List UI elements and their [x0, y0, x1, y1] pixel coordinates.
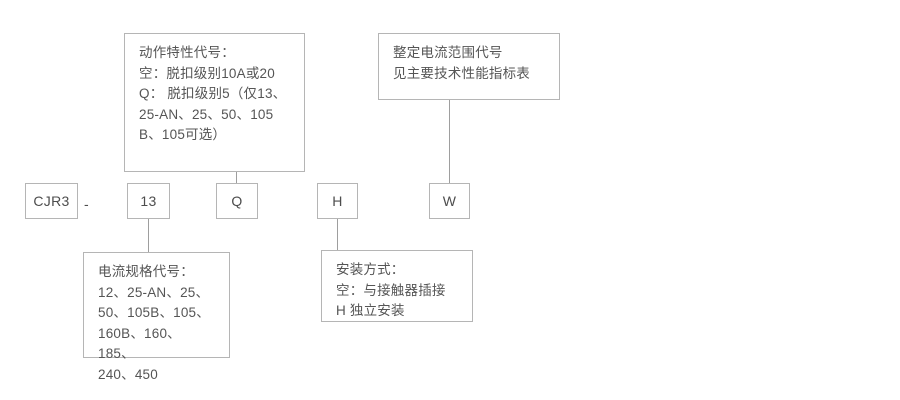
connector-setting-current-range [449, 100, 450, 184]
code-box-series: CJR3 [25, 183, 78, 219]
current-spec-callout: 电流规格代号： 12、25-AN、25、 50、105B、105、 160B、1… [83, 252, 230, 382]
connector-mounting-type [337, 218, 338, 250]
connector-action-characteristic [236, 172, 237, 184]
code-box-current-spec: 13 [127, 183, 170, 219]
code-box-mounting-type: H [317, 183, 358, 219]
connector-current-spec [148, 218, 149, 252]
code-box-action-characteristic: Q [216, 183, 258, 219]
code-separator-dash: - [84, 196, 89, 212]
mounting-type-callout: 安装方式： 空：与接触器插接 H 独立安装 [321, 250, 473, 322]
code-box-setting-current-range: W [429, 183, 470, 219]
action-characteristic-callout: 动作特性代号： 空：脱扣级别10A或20 Q： 脱扣级别5（仅13、 25-AN… [124, 33, 305, 172]
setting-current-range-callout: 整定电流范围代号 见主要技术性能指标表 [378, 33, 560, 100]
